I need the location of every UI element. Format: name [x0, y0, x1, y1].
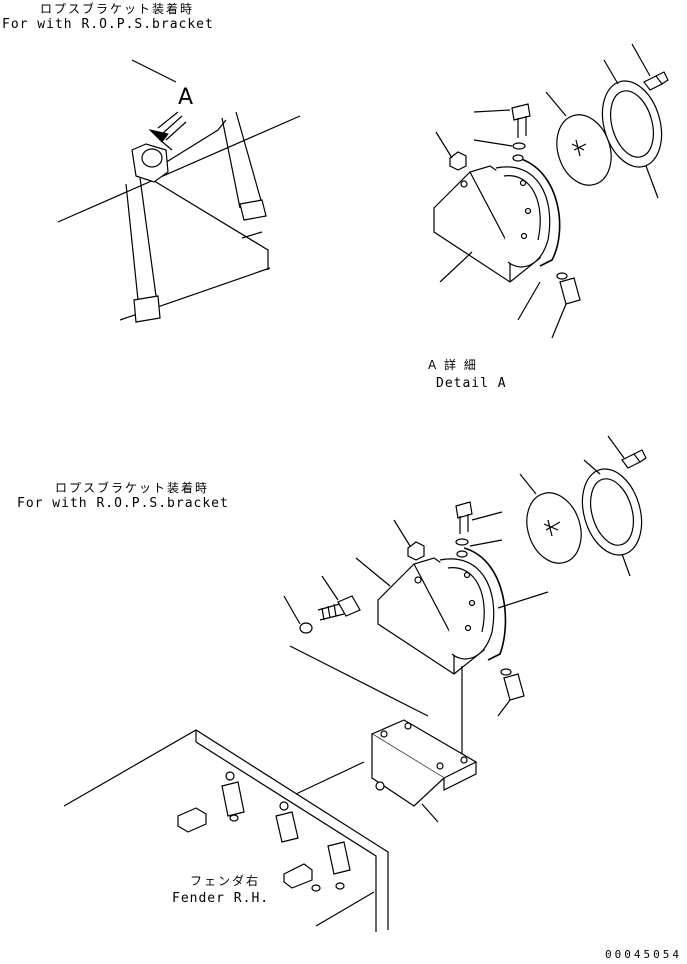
view-marker-a: A [178, 85, 195, 110]
detail-a-label-jp: A 詳 細 [428, 358, 478, 372]
rops-bracket-label-en-top: For with R.O.P.S.bracket [2, 17, 214, 32]
rops-bracket-label-jp-mid: ロプスブラケット装着時 [55, 481, 210, 495]
rops-bracket-assembly [284, 436, 651, 758]
fender-label-jp: フェンダ右 [190, 874, 261, 888]
drawing-number: 00045054 [605, 948, 682, 961]
detail-a-label-en: Detail A [436, 376, 507, 391]
detail-a-assembly [434, 44, 671, 338]
fender-label-en: Fender R.H. [172, 891, 270, 906]
rops-bracket-label-jp-top: ロプスブラケット装着時 [40, 2, 195, 16]
rops-frame-overview [58, 60, 300, 322]
fender-rh-assembly [64, 720, 476, 932]
rops-bracket-label-en-mid: For with R.O.P.S.bracket [17, 496, 229, 511]
